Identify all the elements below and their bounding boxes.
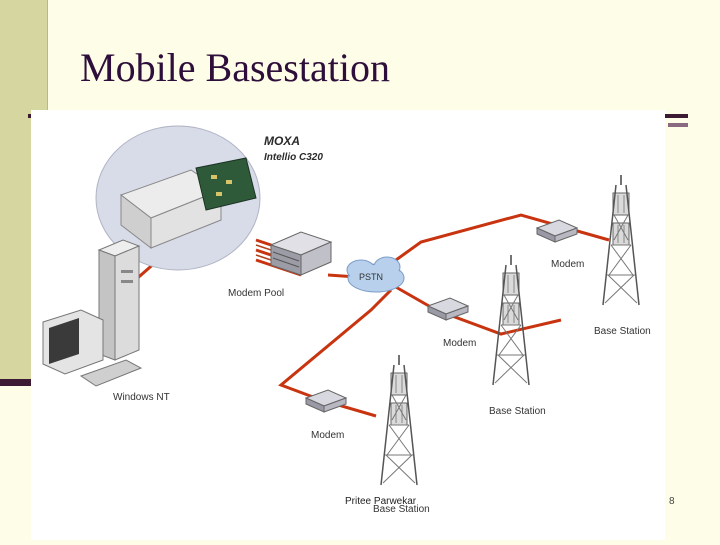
base-station-bottom-label: Base Station — [373, 504, 430, 515]
left-accent-rule — [0, 379, 60, 386]
pstn-label: PSTN — [359, 272, 383, 282]
base-station-mid-label: Base Station — [489, 406, 546, 417]
title-rule-accent — [668, 123, 688, 127]
base-station-middle: Base Station — [489, 254, 546, 417]
card-brand-label: MOXA — [264, 134, 300, 148]
modem-bottom: Modem — [305, 389, 347, 441]
page-number: 8 — [669, 496, 675, 507]
base-station-bottom: Base Station — [373, 354, 430, 515]
windows-nt-workstation: Windows NT — [42, 239, 170, 403]
footer-author: Pritee Parwekar — [345, 496, 417, 507]
moxa-card-illustration: MOXA Intellio C320 — [95, 125, 323, 271]
slide-title: Mobile Basestation — [80, 45, 390, 90]
modem-mid-label: Modem — [443, 338, 476, 349]
base-station-right: Base Station — [594, 174, 651, 337]
base-station-right-label: Base Station — [594, 326, 651, 337]
modem-top-label: Modem — [551, 259, 584, 270]
network-diagram: MOXA Intellio C320 Modem Pool PSTN Windo… — [31, 110, 665, 540]
modem-top: Modem — [536, 219, 584, 270]
windows-nt-label: Windows NT — [113, 392, 170, 403]
card-model-label: Intellio C320 — [264, 152, 323, 163]
modem-bottom-label: Modem — [311, 430, 344, 441]
modem-pool-label: Modem Pool — [228, 288, 284, 299]
modem-middle: Modem — [427, 297, 476, 349]
modem-pool-illustration: Modem Pool — [228, 231, 333, 299]
pstn-cloud: PSTN — [346, 256, 405, 293]
